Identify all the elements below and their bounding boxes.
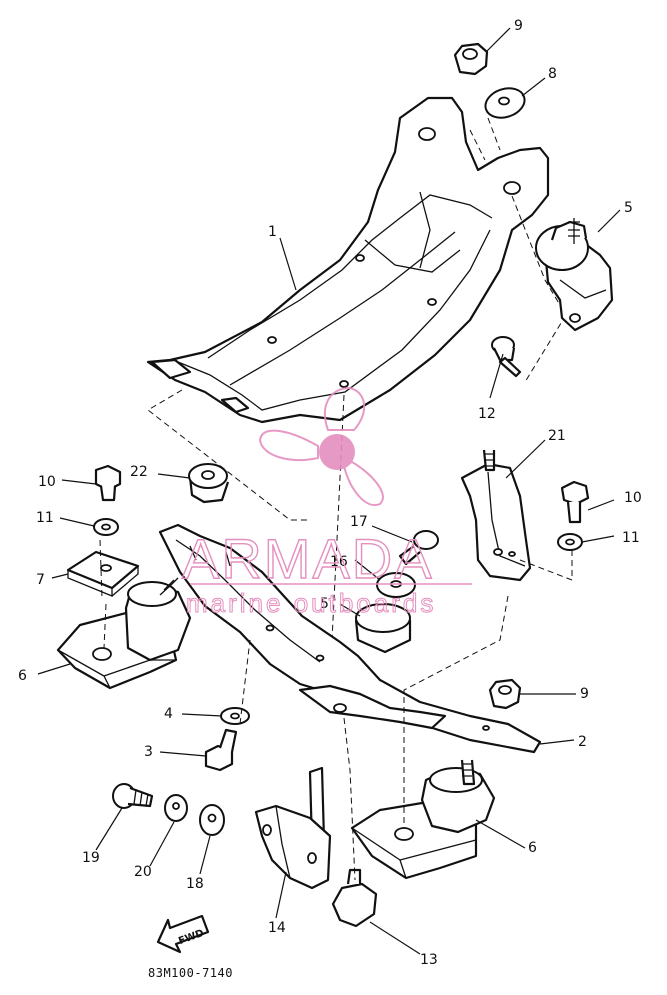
nut-part-9-bottom (488, 678, 522, 710)
callout-21: 21 (548, 428, 566, 444)
catalog-code: 83M100-7140 (148, 966, 233, 980)
callout-6-left: 6 (18, 668, 27, 684)
callout-5-mid: 5 (320, 596, 329, 612)
callout-17: 17 (350, 514, 368, 530)
callout-10-right: 10 (624, 490, 642, 506)
bracket-part-21 (460, 449, 532, 582)
washer-part-11-left (93, 518, 119, 536)
callout-13: 13 (420, 952, 438, 968)
bolt-part-10-right (560, 480, 590, 524)
watermark-tagline: marine outboards (186, 588, 436, 618)
engine-mount-part-6-left (56, 577, 192, 690)
nut-part-9-top (453, 42, 489, 76)
engine-mount-part-6-right (350, 759, 496, 880)
leader-lines (37, 27, 621, 955)
callout-10-left: 10 (38, 474, 56, 490)
guide-line (519, 550, 573, 581)
guide-line (403, 595, 509, 828)
bolt-part-12 (491, 336, 522, 378)
guide-line (469, 129, 486, 161)
bracket-part-2 (158, 523, 542, 754)
callout-5-top: 5 (624, 200, 633, 216)
guide-line (343, 717, 356, 881)
washer-part-8 (484, 87, 526, 119)
callout-11-right: 11 (622, 530, 640, 546)
callout-9-bottom: 9 (580, 686, 589, 702)
bolt-part-10-left (94, 464, 122, 502)
washer-part-18 (199, 804, 225, 836)
washer-part-4 (220, 707, 250, 725)
callout-7: 7 (36, 572, 45, 588)
callout-1: 1 (268, 224, 277, 240)
callout-20: 20 (134, 864, 152, 880)
callout-8: 8 (548, 66, 557, 82)
callout-9-top: 9 (514, 18, 523, 34)
callout-12: 12 (478, 406, 496, 422)
callout-6-right: 6 (528, 840, 537, 856)
propeller-logo-icon (258, 386, 384, 507)
washer-part-11-right (557, 533, 583, 551)
callout-18: 18 (186, 876, 204, 892)
plate-part-7 (66, 550, 140, 597)
callout-labels: 1 9 8 5 12 21 10 10 22 11 11 7 6 17 16 5… (18, 18, 642, 968)
callout-16: 16 (330, 554, 348, 570)
callout-3: 3 (144, 744, 153, 760)
stud-bracket-part-14 (254, 766, 332, 890)
washer-part-20 (164, 794, 188, 822)
callout-19: 19 (82, 850, 100, 866)
guide-line (103, 603, 107, 649)
callout-22: 22 (130, 464, 148, 480)
callout-2: 2 (578, 734, 587, 750)
bracket-part-1 (146, 96, 550, 424)
callout-4: 4 (164, 706, 173, 722)
watermark-brand: ARMADA (182, 527, 434, 590)
guide-line (239, 639, 251, 725)
armada-watermark: ARMADA marine outboards (181, 386, 472, 619)
callout-11-left: 11 (36, 510, 54, 526)
guide-line (511, 195, 561, 306)
nut-part-13 (331, 868, 378, 928)
mount-rubber-part-15 (354, 603, 412, 654)
guide-line (487, 117, 501, 151)
bushing-part-22 (188, 463, 230, 504)
forward-arrow-icon: FWD (156, 914, 210, 954)
bolt-part-3 (204, 728, 238, 772)
callout-14: 14 (268, 920, 286, 936)
bolt-part-19 (112, 783, 154, 809)
mount-rubber-part-5-top (535, 218, 614, 332)
bolt-part-17 (398, 530, 439, 566)
guide-line (524, 314, 567, 383)
